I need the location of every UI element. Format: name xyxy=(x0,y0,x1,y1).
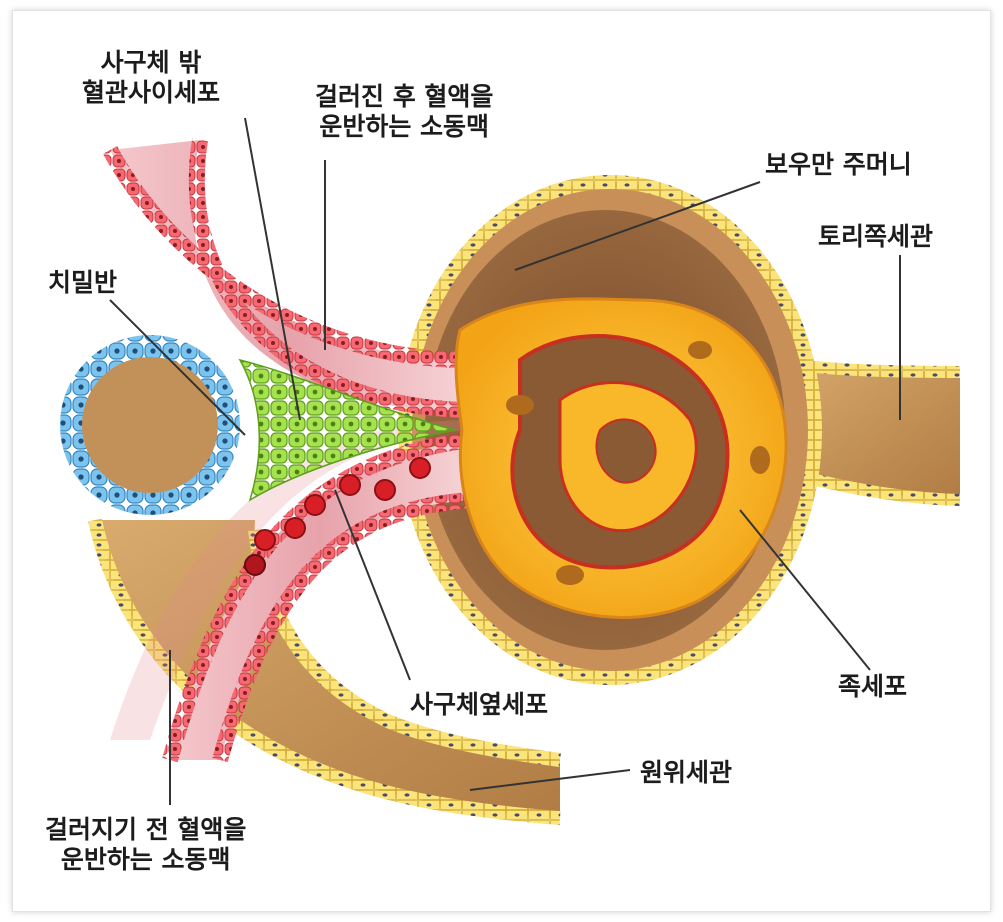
label-efferent-arteriole: 걸러진 후 혈액을 운반하는 소동맥 xyxy=(315,82,494,141)
afferent-arteriole xyxy=(110,420,472,763)
label-bowmans-capsule: 보우만 주머니 xyxy=(765,150,912,179)
label-juxtaglomerular-cells: 사구체옆세포 xyxy=(410,690,549,719)
leader-distal xyxy=(469,769,631,791)
extraglomerular-mesangial-cells xyxy=(238,358,456,502)
label-distal-tubule: 원위세관 xyxy=(640,758,733,787)
label-afferent-arteriole: 걸러지기 전 혈액을 운반하는 소동맥 xyxy=(45,815,247,874)
leader-macula xyxy=(109,299,246,436)
macula-densa xyxy=(60,335,240,515)
leader-jg xyxy=(334,489,411,681)
leader-podocyte xyxy=(739,509,871,671)
label-proximal-tubule: 토리쪽세관 xyxy=(818,222,934,251)
leader-mesangial xyxy=(244,117,301,421)
glomerulus-podocytes xyxy=(454,297,788,619)
leader-lines xyxy=(109,117,901,805)
label-podocytes: 족세포 xyxy=(838,672,908,701)
label-extraglomerular-mesangial: 사구체 밖 혈관사이세포 xyxy=(82,48,221,107)
efferent-arteriole xyxy=(102,138,471,418)
leader-bowman xyxy=(514,181,761,271)
label-macula-densa: 치밀반 xyxy=(48,268,118,297)
